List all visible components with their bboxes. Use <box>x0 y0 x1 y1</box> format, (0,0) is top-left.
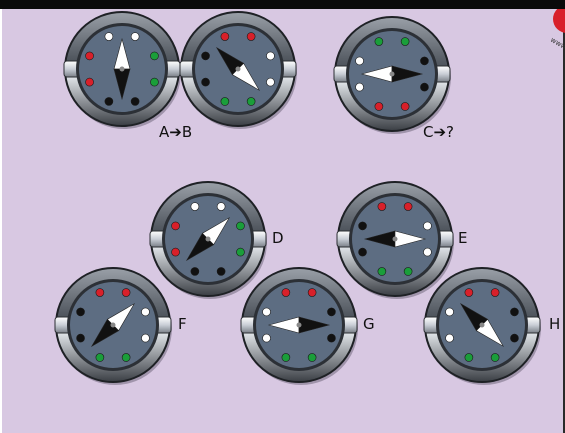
dial-dot-red <box>403 202 413 211</box>
needle-hub <box>119 66 125 72</box>
dial-dot-red <box>171 247 180 257</box>
dial-dot-red <box>121 288 131 297</box>
needle-hub <box>392 236 398 242</box>
dial-dot-black <box>201 51 210 61</box>
dial-dot-black <box>76 333 85 343</box>
dial-g <box>240 267 358 385</box>
dial-dot-white <box>423 247 432 257</box>
dial-dot-black <box>510 307 519 317</box>
dial-dot-red <box>377 202 387 211</box>
dial-dot-green <box>400 37 410 46</box>
dial-dot-white <box>266 77 275 87</box>
dial-d <box>149 181 267 299</box>
dial-dot-black <box>510 333 519 343</box>
dial-dot-black <box>130 97 140 106</box>
dial-dot-red <box>490 288 500 297</box>
label-d: D <box>272 229 284 247</box>
dial-dot-white <box>445 307 454 317</box>
dial-dot-green <box>121 353 131 362</box>
dial-dot-green <box>220 97 230 106</box>
dial-dot-black <box>327 307 336 317</box>
dial-b <box>179 11 297 129</box>
dial-dot-red <box>85 51 94 61</box>
dial-dot-white <box>262 333 271 343</box>
dial-dot-green <box>150 77 159 87</box>
dial-dot-green <box>307 353 317 362</box>
label-h: H <box>549 315 560 333</box>
corner-logo: www <box>549 9 565 51</box>
dial-dot-white <box>355 82 364 92</box>
needle-hub <box>235 66 241 72</box>
dial-dot-black <box>358 247 367 257</box>
needle-hub <box>479 322 485 328</box>
dial-dot-black <box>201 77 210 87</box>
dial-dot-red <box>95 288 105 297</box>
dial-dot-black <box>420 56 429 66</box>
dial-dot-white <box>141 333 150 343</box>
dial-dot-green <box>464 353 474 362</box>
dial-dot-white <box>104 32 114 41</box>
dial-dot-white <box>190 202 200 211</box>
dial-dot-white <box>141 307 150 317</box>
dial-dot-white <box>262 307 271 317</box>
dial-dot-green <box>236 221 245 231</box>
label-g: G <box>363 315 375 333</box>
puzzle-canvas: www A➔B C➔? D E F G H <box>54 9 565 385</box>
dial-dot-green <box>150 51 159 61</box>
dial-dot-black <box>76 307 85 317</box>
dial-h <box>423 267 541 385</box>
dial-dot-white <box>216 202 226 211</box>
dial-dot-white <box>130 32 140 41</box>
dial-dot-red <box>400 102 410 111</box>
dial-dot-white <box>355 56 364 66</box>
dial-dot-black <box>358 221 367 231</box>
dial-f <box>54 267 172 385</box>
dial-dot-white <box>445 333 454 343</box>
label-c-to-question: C➔? <box>423 123 454 141</box>
watermark-text: www <box>549 36 565 52</box>
dial-dot-black <box>216 267 226 276</box>
dial-dot-green <box>403 267 413 276</box>
dial-dot-green <box>281 353 291 362</box>
needle-hub <box>110 322 116 328</box>
dial-dot-green <box>377 267 387 276</box>
dial-dot-red <box>464 288 474 297</box>
label-a-to-b: A➔B <box>159 123 192 141</box>
dial-dot-black <box>190 267 200 276</box>
dial-dot-red <box>281 288 291 297</box>
dial-dot-black <box>327 333 336 343</box>
dial-dot-green <box>246 97 256 106</box>
dial-dot-white <box>423 221 432 231</box>
needle-hub <box>296 322 302 328</box>
dial-dot-red <box>374 102 384 111</box>
dial-e <box>336 181 454 299</box>
dial-dot-white <box>266 51 275 61</box>
label-f: F <box>178 315 187 333</box>
dial-dot-green <box>490 353 500 362</box>
dial-dot-red <box>220 32 230 41</box>
needle-hub <box>389 71 395 77</box>
dial-dot-red <box>171 221 180 231</box>
top-bar <box>0 0 565 9</box>
dial-c <box>333 16 451 134</box>
dial-dot-red <box>246 32 256 41</box>
puzzle-board: www A➔B C➔? D E F G H <box>2 9 565 433</box>
dial-dot-black <box>104 97 114 106</box>
dial-dot-green <box>95 353 105 362</box>
dial-a <box>63 11 181 129</box>
dial-dot-black <box>420 82 429 92</box>
dial-dot-green <box>236 247 245 257</box>
dial-dot-red <box>307 288 317 297</box>
dial-dot-green <box>374 37 384 46</box>
dial-dot-red <box>85 77 94 87</box>
label-e: E <box>458 229 467 247</box>
needle-hub <box>205 236 211 242</box>
